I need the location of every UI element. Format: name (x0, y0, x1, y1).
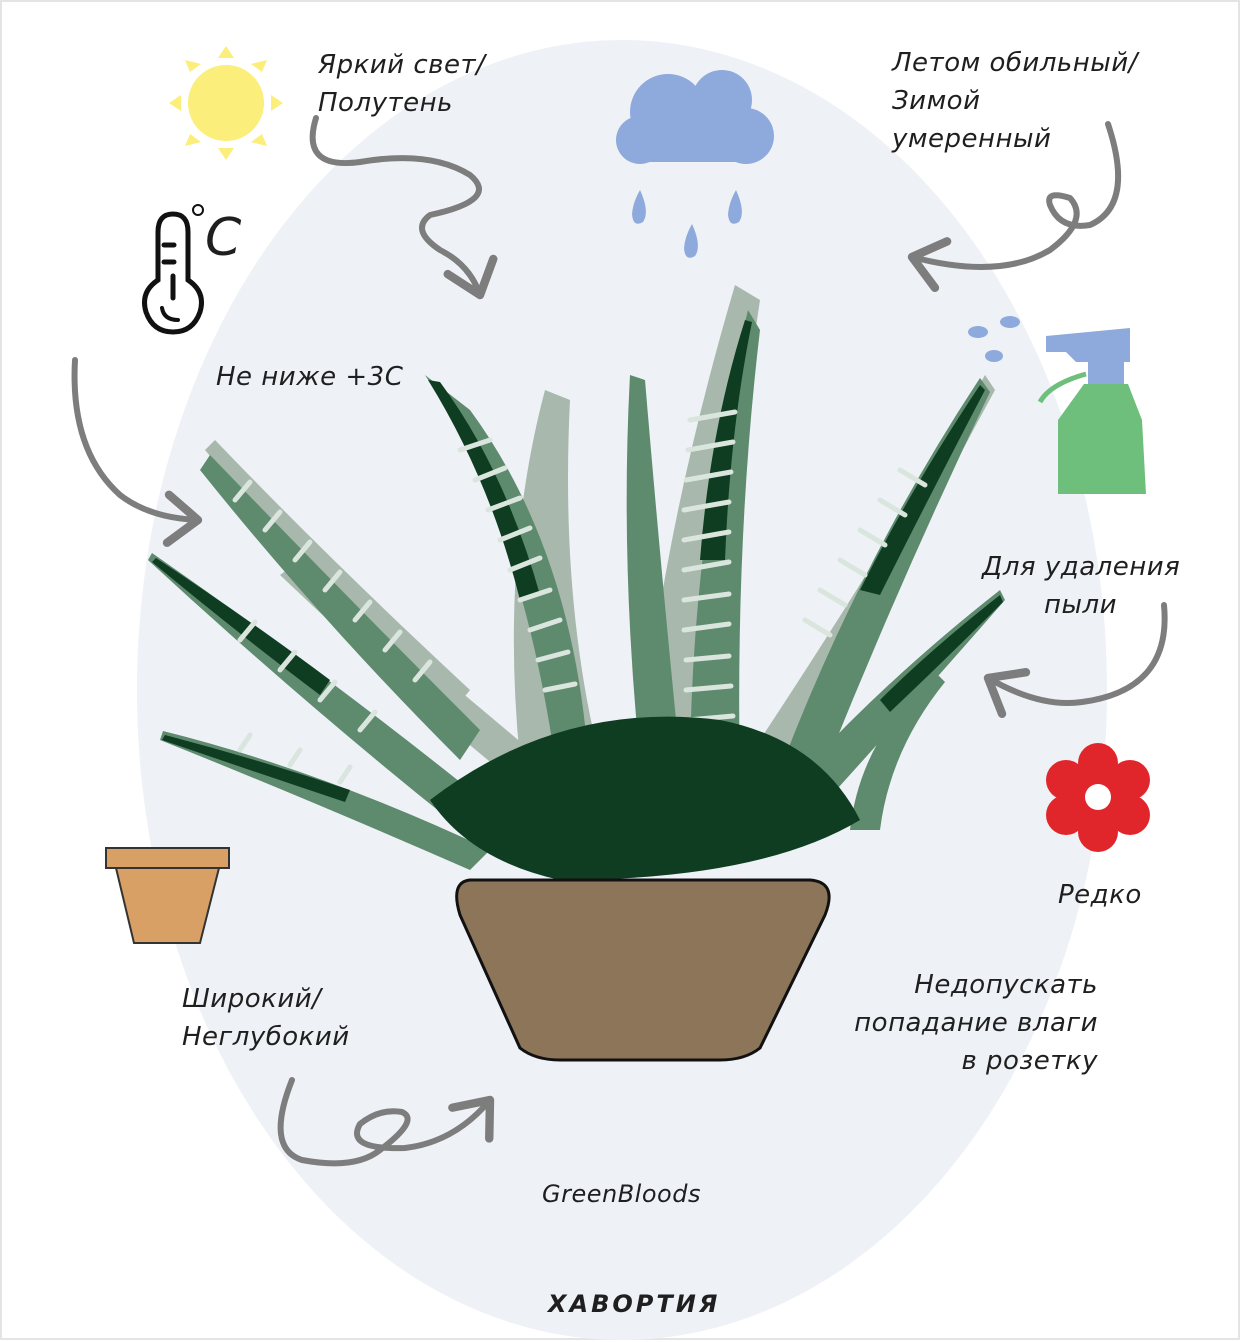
pot-line-1: Широкий/ (182, 984, 322, 1014)
plant-pot (455, 878, 831, 1062)
flower-icon (1046, 743, 1150, 852)
watering-line-3: умеренный (892, 124, 1052, 154)
temperature-unit: С (205, 208, 242, 268)
moisture-warning-label: Недопускать попадание влаги в розетку (850, 966, 1098, 1080)
light-label: Яркий свет/ Полутень (318, 46, 485, 122)
sun-icon (169, 46, 283, 160)
arrow-watering (907, 121, 1122, 293)
background-oval (137, 40, 1107, 1340)
spraying-line-2: пыли (1044, 590, 1118, 620)
moisture-line-3: в розетку (961, 1046, 1098, 1076)
spray-bottle-icon (968, 316, 1146, 494)
light-line-1: Яркий свет/ (318, 50, 486, 80)
arrow-temperature (71, 357, 203, 547)
moisture-line-2: попадание влаги (854, 1008, 1098, 1038)
pot-line-2: Неглубокий (182, 1022, 350, 1052)
moisture-line-1: Недопускать (914, 970, 1098, 1000)
arrow-light (309, 115, 498, 300)
arrow-pot (277, 1077, 495, 1167)
thermometer-icon (142, 204, 204, 335)
temperature-label: Не ниже +3С (216, 362, 404, 392)
light-line-2: Полутень (318, 88, 453, 118)
watering-label: Летом обильный/ Зимой умеренный (892, 44, 1138, 158)
watering-line-2: Зимой (892, 86, 981, 116)
flowering-label: Редко (1058, 880, 1142, 910)
watering-line-1: Летом обильный/ (892, 48, 1138, 78)
spraying-line-1: Для удаления (982, 552, 1181, 582)
rain-cloud-icon (616, 70, 774, 258)
pot-label: Широкий/ Неглубокий (182, 980, 350, 1056)
spraying-label: Для удаления пыли (982, 548, 1180, 624)
brand-label: GreenBloods (542, 1180, 701, 1208)
arrows (71, 115, 1168, 1167)
small-pot-icon (105, 847, 230, 944)
page-title: ХАВОРТИЯ (548, 1290, 721, 1318)
arrow-spraying (983, 602, 1168, 718)
haworthia-plant (148, 285, 1005, 880)
